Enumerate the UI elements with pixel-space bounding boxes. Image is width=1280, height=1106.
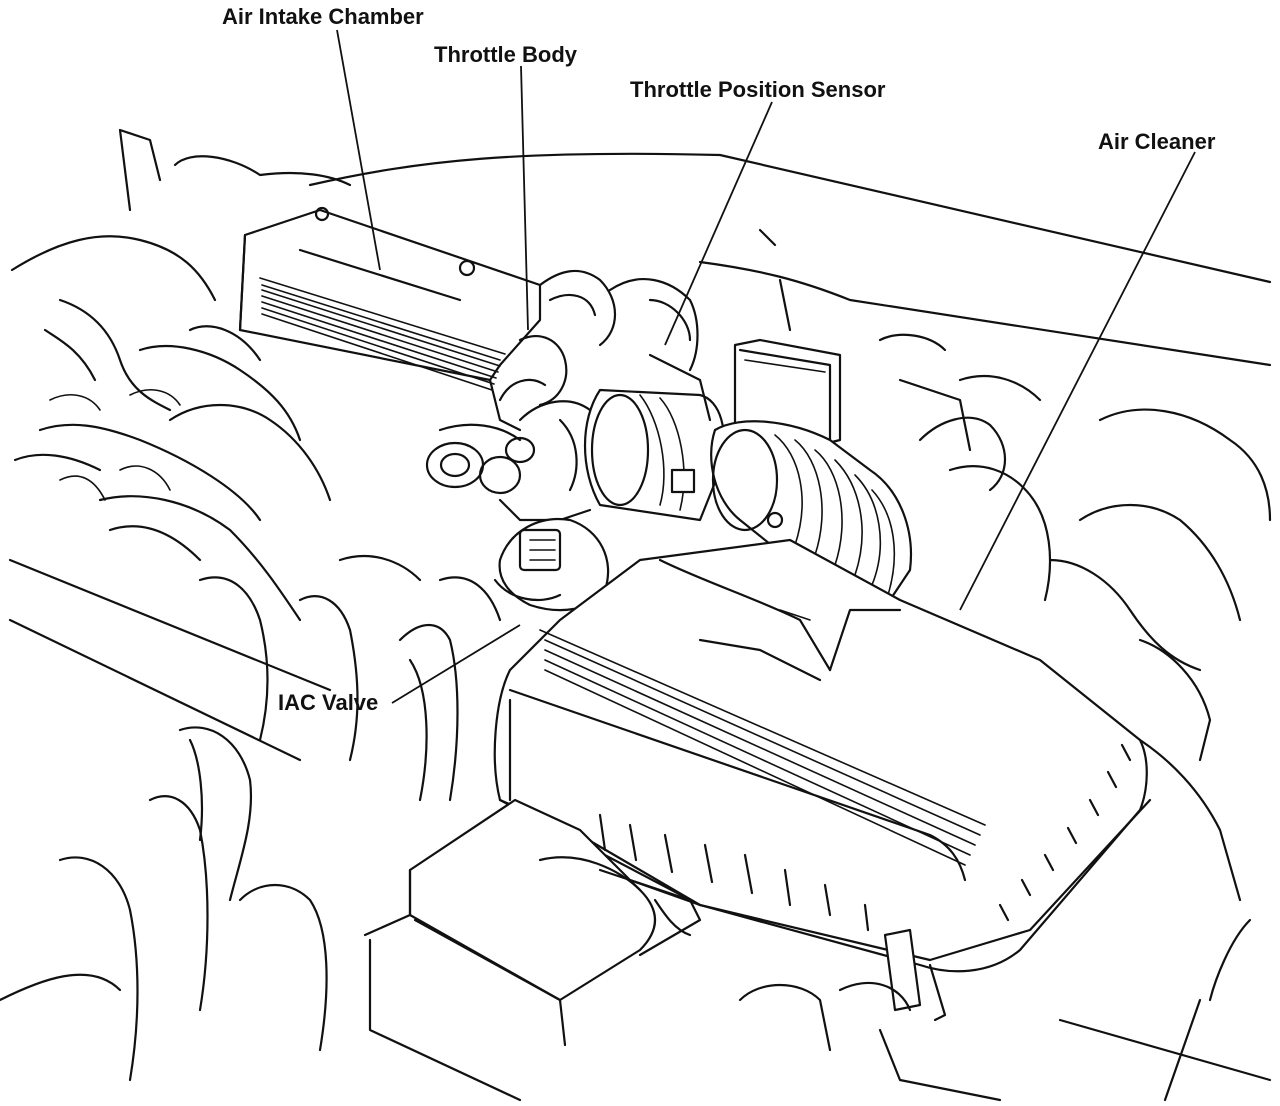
air-intake-chamber <box>238 206 542 432</box>
air-flow-meter <box>733 338 842 447</box>
leader-throttle-position-sensor <box>664 101 773 346</box>
throttle-position-sensor <box>583 353 725 522</box>
leader-lines <box>336 29 1196 704</box>
air-cleaner <box>493 538 1152 1022</box>
leader-iac-valve <box>391 624 521 704</box>
label-air-intake-chamber: Air Intake Chamber <box>222 4 424 29</box>
label-iac-valve: IAC Valve <box>278 690 378 715</box>
leader-air-cleaner <box>959 151 1196 611</box>
leader-throttle-body <box>520 65 529 331</box>
engine-block-left <box>13 298 502 1082</box>
label-throttle-position-sensor: Throttle Position Sensor <box>630 77 886 102</box>
labels: Air Intake Chamber Throttle Body Throttl… <box>222 4 1216 715</box>
label-air-cleaner: Air Cleaner <box>1098 129 1216 154</box>
iac-valve <box>493 517 610 612</box>
label-throttle-body: Throttle Body <box>434 42 578 67</box>
foreground-duct <box>363 798 702 1102</box>
intake-boot <box>710 420 912 604</box>
right-side-components <box>738 228 1272 1102</box>
leader-air-intake-chamber <box>336 29 381 271</box>
hood-outline <box>0 128 1272 1102</box>
throttle-body <box>425 269 699 522</box>
